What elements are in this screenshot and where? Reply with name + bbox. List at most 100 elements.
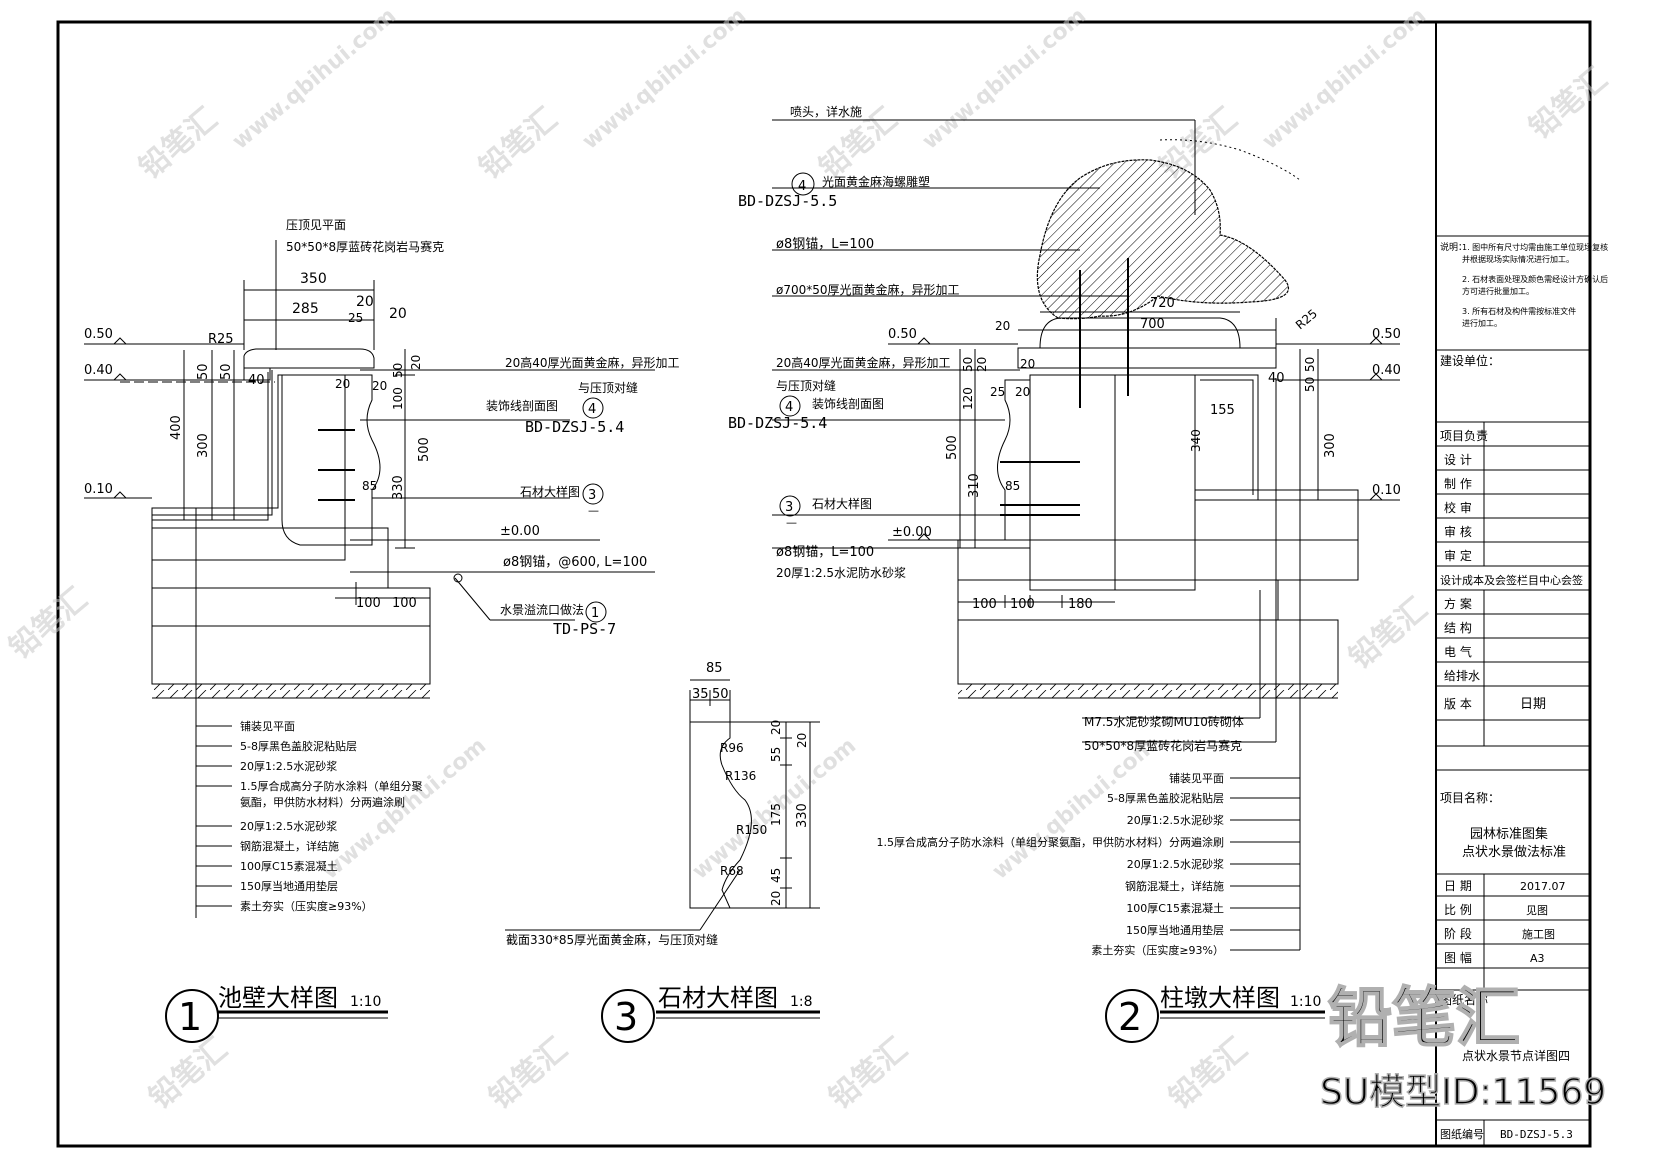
svg-text:喷头，详水施: 喷头，详水施 xyxy=(790,104,862,119)
svg-text:20: 20 xyxy=(409,355,423,370)
svg-text:项目负责: 项目负责 xyxy=(1440,429,1488,443)
svg-text:0.40: 0.40 xyxy=(84,363,113,378)
svg-text:20厚1:2.5水泥砂浆: 20厚1:2.5水泥砂浆 xyxy=(240,759,337,773)
svg-text:50: 50 xyxy=(961,357,975,372)
svg-text:R25: R25 xyxy=(1293,306,1320,332)
detail-3-title: 3 石材大样图 1:8 xyxy=(601,984,820,1043)
svg-text:20: 20 xyxy=(372,379,387,393)
svg-text:电 气: 电 气 xyxy=(1444,644,1472,659)
svg-text:ø8钢锚，L=100: ø8钢锚，L=100 xyxy=(776,237,874,252)
svg-text:铅笔汇: 铅笔汇 xyxy=(3,581,94,666)
svg-text:155: 155 xyxy=(1210,403,1235,418)
svg-text:www.qbihui.com: www.qbihui.com xyxy=(318,734,491,885)
svg-text:3: 3 xyxy=(588,488,596,503)
svg-text:0.50: 0.50 xyxy=(84,327,113,342)
svg-text:1. 图中所有尺寸均需由施工单位现场复核: 1. 图中所有尺寸均需由施工单位现场复核 xyxy=(1462,242,1608,252)
svg-text:50*50*8厚蓝砖花岗岩马赛克: 50*50*8厚蓝砖花岗岩马赛克 xyxy=(1084,738,1242,753)
svg-text:340: 340 xyxy=(1189,429,1203,452)
svg-text:石材大样图: 石材大样图 xyxy=(812,496,872,511)
svg-text:0.50: 0.50 xyxy=(1372,327,1401,342)
svg-text:铅笔汇: 铅笔汇 xyxy=(1523,61,1614,146)
svg-text:截面330*85厚光面黄金麻，与压顶对缝: 截面330*85厚光面黄金麻，与压顶对缝 xyxy=(506,932,718,947)
svg-text:330: 330 xyxy=(391,475,406,500)
svg-text:—: — xyxy=(588,504,599,517)
svg-text:R68: R68 xyxy=(720,864,744,878)
svg-text:BD-DZSJ-5.4: BD-DZSJ-5.4 xyxy=(728,414,827,432)
svg-text:20: 20 xyxy=(769,720,783,735)
svg-text:20高40厚光面黄金麻，异形加工: 20高40厚光面黄金麻，异形加工 xyxy=(505,355,680,370)
svg-text:铅笔汇: 铅笔汇 xyxy=(133,101,224,186)
svg-text:20高40厚光面黄金麻，异形加工: 20高40厚光面黄金麻，异形加工 xyxy=(776,355,951,370)
svg-text:35: 35 xyxy=(692,687,709,702)
svg-text:40: 40 xyxy=(248,373,265,388)
svg-text:装饰线剖面图: 装饰线剖面图 xyxy=(486,399,558,413)
svg-text:钢筋混凝土，详结施: 钢筋混凝土，详结施 xyxy=(1125,879,1224,893)
svg-text:水景溢流口做法: 水景溢流口做法 xyxy=(500,602,584,617)
svg-text:300: 300 xyxy=(1323,433,1338,458)
svg-text:500: 500 xyxy=(945,435,960,460)
svg-text:与压顶对缝: 与压顶对缝 xyxy=(776,378,836,393)
svg-text:20: 20 xyxy=(1020,357,1035,371)
svg-text:100厚C15素混凝土: 100厚C15素混凝土 xyxy=(240,859,338,873)
svg-text:85: 85 xyxy=(362,479,377,493)
svg-text:50: 50 xyxy=(196,363,211,380)
svg-text:180: 180 xyxy=(1068,597,1093,612)
svg-text:施工图: 施工图 xyxy=(1522,928,1555,941)
svg-text:柱墩大样图: 柱墩大样图 xyxy=(1160,984,1280,1012)
svg-text:石材大样图: 石材大样图 xyxy=(520,484,580,499)
svg-text:铅笔汇: 铅笔汇 xyxy=(1328,982,1520,1056)
svg-text:铅笔汇: 铅笔汇 xyxy=(823,1031,914,1116)
svg-text:85: 85 xyxy=(706,661,723,676)
svg-text:20: 20 xyxy=(335,377,350,391)
svg-text:装饰线剖面图: 装饰线剖面图 xyxy=(812,397,884,411)
svg-text:300: 300 xyxy=(196,433,211,458)
detail-3-labels: 85 35 50 R96 R136 R150 R68 20 20 55 175 … xyxy=(506,661,810,947)
svg-text:项目名称：: 项目名称： xyxy=(1440,790,1500,805)
sheet-border xyxy=(56,20,1592,1148)
svg-text:20: 20 xyxy=(769,891,783,906)
svg-text:R136: R136 xyxy=(725,769,756,783)
svg-text:175: 175 xyxy=(769,803,783,826)
svg-text:20厚1:2.5水泥砂浆: 20厚1:2.5水泥砂浆 xyxy=(240,819,337,833)
svg-text:20厚1:2.5水泥砂浆: 20厚1:2.5水泥砂浆 xyxy=(1127,813,1224,827)
svg-text:20: 20 xyxy=(389,306,407,322)
svg-text:0.10: 0.10 xyxy=(84,482,113,497)
svg-text:100: 100 xyxy=(1010,597,1035,612)
svg-text:3. 所有石材及构件需按标准文件: 3. 所有石材及构件需按标准文件 xyxy=(1462,306,1576,316)
svg-text:400: 400 xyxy=(169,415,184,440)
svg-text:点状水景做法标准: 点状水景做法标准 xyxy=(1462,845,1566,860)
svg-text:100: 100 xyxy=(356,596,381,611)
svg-text:R150: R150 xyxy=(736,823,767,837)
svg-text:日期: 日期 xyxy=(1520,697,1546,712)
svg-text:方 案: 方 案 xyxy=(1444,596,1472,611)
svg-text:www.qbihui.com: www.qbihui.com xyxy=(918,4,1091,155)
svg-text:审 核: 审 核 xyxy=(1444,524,1472,539)
svg-text:1:10: 1:10 xyxy=(350,994,381,1010)
svg-text:500: 500 xyxy=(417,437,432,462)
svg-text:池壁大样图: 池壁大样图 xyxy=(218,984,338,1012)
svg-text:20: 20 xyxy=(356,294,374,310)
svg-text:0.50: 0.50 xyxy=(888,327,917,342)
svg-text:ø8钢锚，L=100: ø8钢锚，L=100 xyxy=(776,545,874,560)
title-block: 说明： 1. 图中所有尺寸均需由施工单位现场复核 并根据现场实际情况进行加工。 … xyxy=(1436,235,1608,1146)
svg-text:20: 20 xyxy=(1015,385,1030,399)
svg-text:1:8: 1:8 xyxy=(790,994,813,1010)
svg-text:150厚当地通用垫层: 150厚当地通用垫层 xyxy=(1126,923,1224,937)
svg-text:55: 55 xyxy=(769,747,783,762)
svg-text:±0.00: ±0.00 xyxy=(892,525,932,540)
svg-text:进行加工。: 进行加工。 xyxy=(1462,318,1502,328)
detail-1-labels: 压顶见平面 50*50*8厚蓝砖花岗岩马赛克 350 285 20 25 20 … xyxy=(84,218,680,913)
svg-text:ø700*50厚光面黄金麻，异形加工: ø700*50厚光面黄金麻，异形加工 xyxy=(776,282,960,297)
svg-text:日 期: 日 期 xyxy=(1444,879,1472,893)
svg-text:见图: 见图 xyxy=(1526,904,1548,917)
svg-text:4: 4 xyxy=(785,400,793,415)
svg-text:5-8厚黑色盖胶泥粘贴层: 5-8厚黑色盖胶泥粘贴层 xyxy=(1107,791,1224,805)
svg-text:氨酯，甲供防水材料）分两遍涂刷: 氨酯，甲供防水材料）分两遍涂刷 xyxy=(240,795,405,809)
svg-text:光面黄金麻海螺雕塑: 光面黄金麻海螺雕塑 xyxy=(822,174,930,189)
svg-text:45: 45 xyxy=(769,868,783,883)
svg-text:SU模型ID:11569: SU模型ID:11569 xyxy=(1320,1072,1606,1113)
svg-text:方可进行批量加工。: 方可进行批量加工。 xyxy=(1462,286,1534,296)
svg-text:20厚1:2.5水泥防水砂浆: 20厚1:2.5水泥防水砂浆 xyxy=(776,565,906,580)
svg-text:M7.5水泥砂浆砌MU10砖砌体: M7.5水泥砂浆砌MU10砖砌体 xyxy=(1084,714,1244,729)
